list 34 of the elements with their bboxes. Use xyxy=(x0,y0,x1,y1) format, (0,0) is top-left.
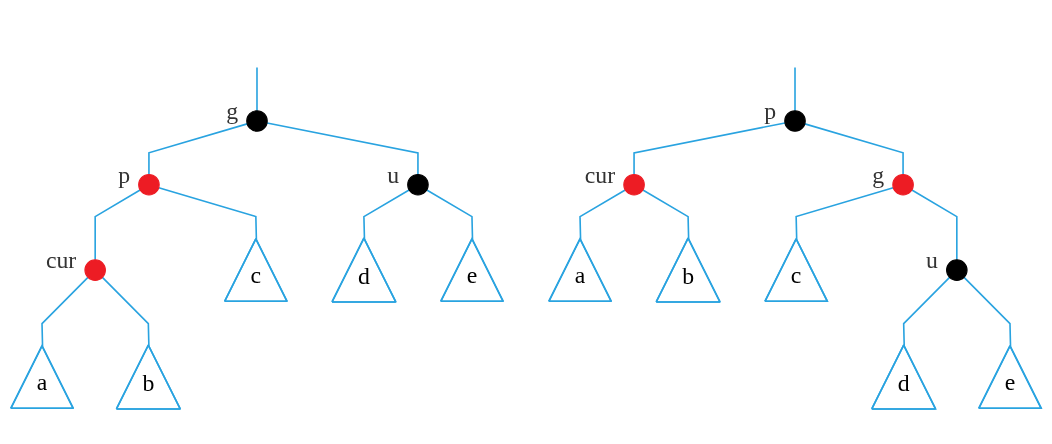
node-circle xyxy=(946,259,968,281)
connector xyxy=(256,66,258,112)
node-label: p xyxy=(764,97,777,124)
node-circle xyxy=(892,173,914,196)
connector xyxy=(804,123,904,176)
node-circle xyxy=(784,110,806,132)
node-label: u xyxy=(926,246,938,273)
connector xyxy=(963,276,1012,348)
connector xyxy=(425,189,474,241)
node-label: g xyxy=(872,161,885,188)
node-label: cur xyxy=(45,246,77,273)
node-circle xyxy=(623,173,645,196)
connector xyxy=(794,66,796,112)
connector xyxy=(266,122,419,176)
connector xyxy=(911,189,958,261)
node-label: p xyxy=(118,161,131,188)
node-circle xyxy=(138,173,160,196)
node-circle xyxy=(246,110,268,132)
connector xyxy=(795,186,895,241)
connector xyxy=(633,122,786,176)
connector xyxy=(157,186,258,241)
node-circle xyxy=(84,259,106,281)
connector xyxy=(101,276,150,347)
connector xyxy=(363,189,410,240)
connector xyxy=(148,123,248,176)
connector xyxy=(94,189,141,261)
connector xyxy=(902,276,951,347)
node-label: cur xyxy=(584,161,616,188)
node-label: g xyxy=(226,97,239,124)
connector xyxy=(41,276,89,348)
node-circle xyxy=(407,173,429,196)
node-label: u xyxy=(387,161,400,188)
connector xyxy=(579,189,627,241)
connector xyxy=(642,189,690,240)
